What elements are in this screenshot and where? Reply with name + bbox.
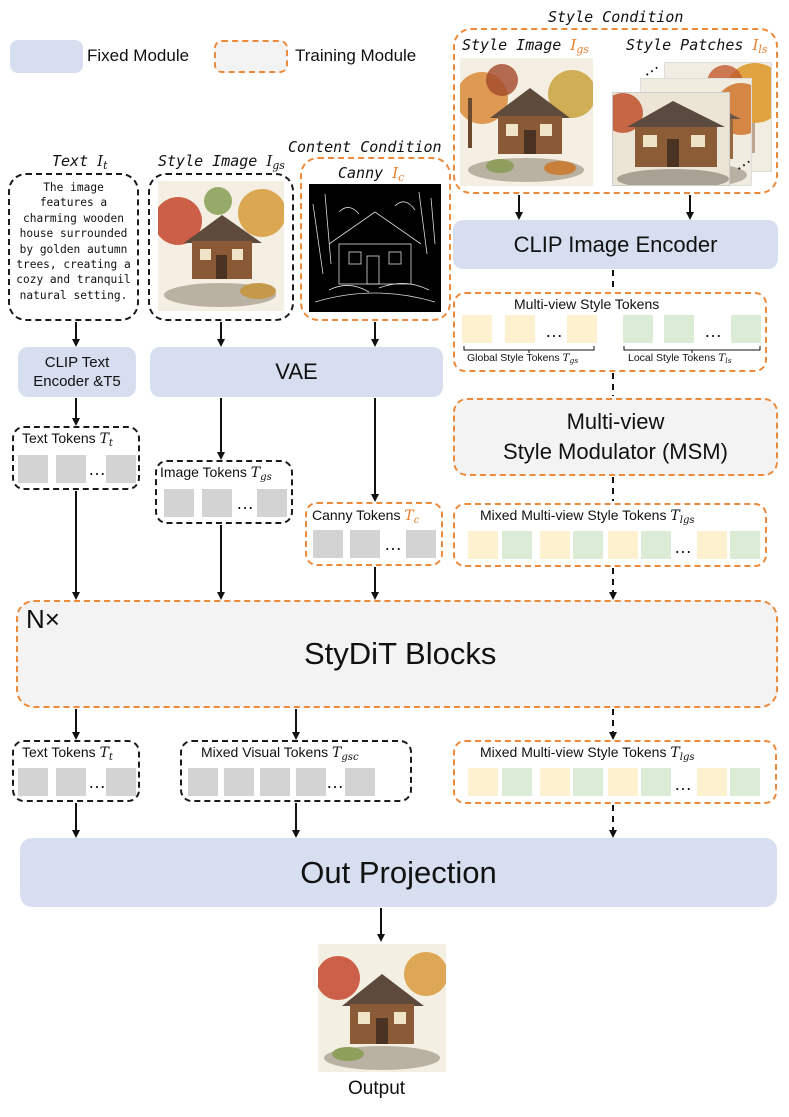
text-token-out-1 — [18, 768, 48, 796]
canny-token-1 — [313, 530, 343, 558]
text-token-out-3 — [106, 768, 136, 796]
mixed-style-token-out — [540, 768, 570, 796]
global-token-2 — [505, 315, 535, 343]
local-ellipsis: … — [704, 321, 722, 341]
style-image-input — [158, 181, 284, 311]
canny-edge-image — [309, 184, 441, 312]
stydit-blocks-label: StyDiT Blocks — [304, 636, 497, 671]
canny-tokens-ellipsis: … — [384, 534, 402, 554]
mixed-visual-token — [345, 768, 375, 796]
global-token-3 — [567, 315, 597, 343]
mixed-style-token — [502, 531, 532, 559]
msm-line-2: Style Modulator (MSM) — [503, 439, 728, 464]
stydit-repeat-label: N× — [26, 604, 60, 634]
mixed-style-token — [730, 531, 760, 559]
style-image-input-title: Style Image Igs — [158, 152, 285, 173]
vae-module: VAE — [150, 347, 443, 397]
legend-training-swatch — [214, 40, 288, 73]
local-bracket — [623, 346, 761, 353]
style-condition-title: Style Condition — [548, 8, 684, 26]
canny-token-2 — [350, 530, 380, 558]
mixed-style-tokens-label: Mixed Multi-view Style Tokens Tlgs — [480, 507, 695, 527]
mixed-style-token — [697, 531, 727, 559]
mixed-style-token-out — [697, 768, 727, 796]
text-tokens-ellipsis: … — [88, 459, 106, 479]
mixed-style-ellipsis: … — [674, 537, 692, 557]
mixed-style-token — [468, 531, 498, 559]
clip-image-encoder: CLIP Image Encoder — [453, 220, 778, 269]
mixed-style-token — [540, 531, 570, 559]
mixed-style-tokens-label-out: Mixed Multi-view Style Tokens Tlgs — [480, 744, 695, 764]
legend-fixed-label: Fixed Module — [87, 46, 190, 65]
stydit-blocks — [16, 600, 778, 708]
content-condition-title: Content Condition — [288, 138, 442, 156]
mixed-visual-token — [260, 768, 290, 796]
output-label: Output — [348, 1078, 406, 1099]
msm-module: Multi-view Style Modulator (MSM) — [453, 398, 778, 476]
style-condition-image-title: Style Image Igs — [462, 36, 589, 57]
style-patch-front — [612, 92, 730, 186]
style-condition-image — [460, 58, 593, 186]
local-token-1 — [623, 315, 653, 343]
msm-line-1: Multi-view — [566, 409, 665, 434]
image-token-3 — [257, 489, 287, 517]
text-prompt-box: The image features a charming wooden hou… — [8, 173, 139, 321]
image-token-2 — [202, 489, 232, 517]
mixed-visual-token — [296, 768, 326, 796]
local-style-tokens-label: Local Style Tokens Tls — [628, 352, 732, 366]
legend-fixed-swatch — [10, 40, 83, 73]
image-token-1 — [164, 489, 194, 517]
local-token-3 — [731, 315, 761, 343]
text-prompt-content: The image features a charming wooden hou… — [16, 181, 131, 302]
image-tokens-label: Image Tokens Tgs — [160, 464, 272, 484]
text-input-title: Text It — [52, 152, 108, 173]
global-style-tokens-label: Global Style Tokens Tgs — [467, 352, 579, 366]
multiview-style-tokens-label: Multi-view Style Tokens — [514, 296, 660, 312]
text-token-out-2 — [56, 768, 86, 796]
text-tokens-out-ellipsis: … — [88, 772, 106, 792]
style-patches-title: Style Patches Ils — [626, 36, 768, 57]
text-tokens-label-out: Text Tokens Tt — [22, 744, 113, 764]
text-token-1 — [18, 455, 48, 483]
global-token-1 — [462, 315, 492, 343]
mixed-style-token-out — [573, 768, 603, 796]
mixed-style-out-ellipsis: … — [674, 774, 692, 794]
text-token-2 — [56, 455, 86, 483]
legend-training-label: Training Module — [295, 46, 417, 65]
image-tokens-ellipsis: … — [236, 493, 254, 513]
output-image — [318, 944, 446, 1072]
mixed-style-token-out — [730, 768, 760, 796]
mixed-style-token — [608, 531, 638, 559]
mixed-visual-tokens-label: Mixed Visual Tokens Tgsc — [201, 744, 359, 764]
mixed-style-token-out — [641, 768, 671, 796]
global-ellipsis: … — [545, 321, 563, 341]
mixed-visual-token — [224, 768, 254, 796]
canny-token-3 — [406, 530, 436, 558]
mixed-style-token — [641, 531, 671, 559]
mixed-style-token-out — [608, 768, 638, 796]
mixed-style-token-out — [468, 768, 498, 796]
local-token-2 — [664, 315, 694, 343]
out-projection: Out Projection — [20, 838, 777, 907]
mixed-style-token-out — [502, 768, 532, 796]
canny-tokens-label: Canny Tokens Tc — [312, 507, 420, 527]
global-bracket — [463, 346, 595, 353]
canny-input-title: Canny Ic — [338, 164, 405, 185]
text-token-3 — [106, 455, 136, 483]
clip-text-encoder: CLIP Text Encoder &T5 — [18, 347, 136, 397]
mixed-style-token — [573, 531, 603, 559]
mixed-visual-ellipsis: … — [326, 772, 344, 792]
text-tokens-label: Text Tokens Tt — [22, 430, 113, 450]
mixed-visual-token — [188, 768, 218, 796]
